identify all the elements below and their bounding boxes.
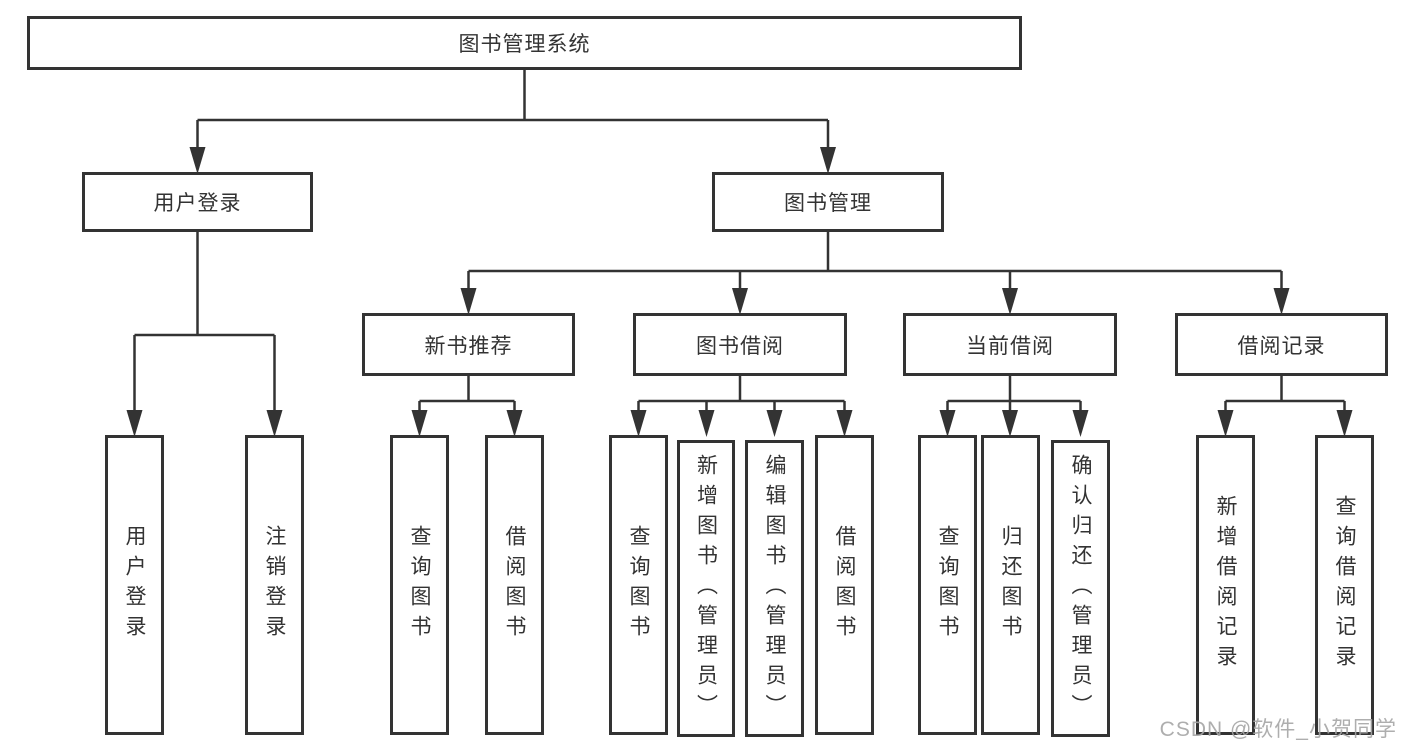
leaf-borrow-books-borrowing-label: 借阅图书 xyxy=(833,525,856,645)
node-user-login-label: 用户登录 xyxy=(153,192,242,215)
leaf-query-books-borrowing: 查询图书 xyxy=(609,435,668,735)
node-user-login: 用户登录 xyxy=(82,172,313,232)
leaf-confirm-return-admin: 确认归还（管理员） xyxy=(1051,440,1110,737)
node-book-borrowing: 图书借阅 xyxy=(633,313,847,376)
node-book-management: 图书管理 xyxy=(712,172,944,232)
leaf-query-books-borrowing-label: 查询图书 xyxy=(627,525,650,645)
leaf-query-books-recommend: 查询图书 xyxy=(390,435,449,735)
leaf-query-books-current-label: 查询图书 xyxy=(936,525,959,645)
node-book-borrowing-label: 图书借阅 xyxy=(696,334,784,358)
leaf-query-borrow-record-label: 查询借阅记录 xyxy=(1333,495,1356,675)
leaf-user-login-label: 用户登录 xyxy=(123,525,146,645)
leaf-confirm-return-admin-label: 确认归还（管理员） xyxy=(1069,453,1092,724)
leaf-borrow-books-borrowing: 借阅图书 xyxy=(815,435,874,735)
node-new-book-recommendation-label: 新书推荐 xyxy=(424,334,513,358)
leaf-add-books-admin: 新增图书（管理员） xyxy=(677,440,735,737)
leaf-borrow-books-recommend: 借阅图书 xyxy=(485,435,544,735)
leaf-borrow-books-recommend-label: 借阅图书 xyxy=(503,525,526,645)
node-root: 图书管理系统 xyxy=(27,16,1022,70)
leaf-query-books-recommend-label: 查询图书 xyxy=(408,525,431,645)
tree-edges xyxy=(133,70,1346,411)
leaf-logout: 注销登录 xyxy=(245,435,304,735)
node-new-book-recommendation: 新书推荐 xyxy=(362,313,575,376)
leaf-query-borrow-record: 查询借阅记录 xyxy=(1315,435,1374,735)
leaf-logout-label: 注销登录 xyxy=(263,525,286,645)
leaf-edit-books-admin: 编辑图书（管理员） xyxy=(745,440,804,737)
leaf-add-books-admin-label: 新增图书（管理员） xyxy=(694,453,718,724)
node-current-borrowing-label: 当前借阅 xyxy=(966,334,1054,358)
leaf-edit-books-admin-label: 编辑图书（管理员） xyxy=(763,453,786,724)
node-current-borrowing: 当前借阅 xyxy=(903,313,1117,376)
leaf-user-login: 用户登录 xyxy=(105,435,164,735)
leaf-return-books: 归还图书 xyxy=(981,435,1040,735)
leaf-return-books-label: 归还图书 xyxy=(999,525,1022,645)
leaf-add-borrow-record: 新增借阅记录 xyxy=(1196,435,1255,735)
node-borrowing-records-label: 借阅记录 xyxy=(1237,334,1326,358)
leaf-query-books-current: 查询图书 xyxy=(918,435,977,735)
arrowheads xyxy=(126,147,1353,437)
leaf-add-borrow-record-label: 新增借阅记录 xyxy=(1214,495,1237,675)
node-root-label: 图书管理系统 xyxy=(458,33,591,56)
watermark: CSDN @软件_小贺同学 xyxy=(1159,718,1397,741)
node-book-management-label: 图书管理 xyxy=(784,192,872,215)
node-borrowing-records: 借阅记录 xyxy=(1175,313,1388,376)
